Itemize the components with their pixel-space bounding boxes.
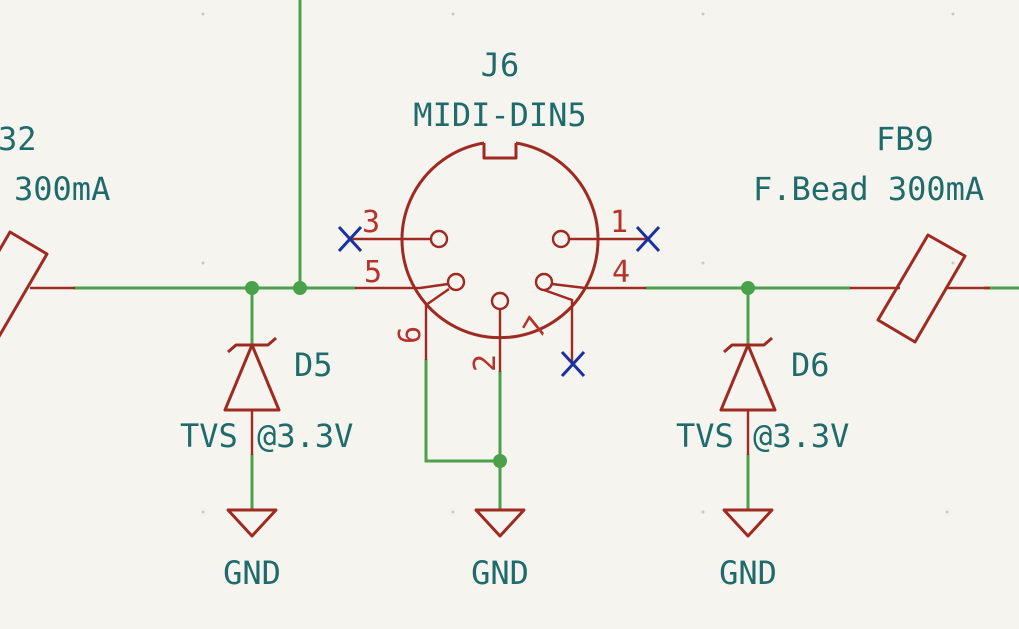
junctions [245, 281, 755, 468]
connector-value: MIDI-DIN5 [413, 96, 586, 134]
junction-dot [293, 281, 307, 295]
tvs-diode-d5[interactable]: D5 TVS @3.3V [180, 336, 353, 455]
no-connect-pin7[interactable] [560, 350, 586, 378]
pin-number-2: 2 [468, 354, 503, 372]
gnd-symbol-left[interactable]: GND [223, 508, 281, 592]
pin-socket [551, 229, 571, 249]
diode-triangle [719, 343, 777, 412]
bead-body-left [0, 230, 49, 338]
wires [73, 0, 1019, 512]
connector-ref: J6 [481, 46, 520, 84]
diode-d6-value: TVS @3.3V [676, 417, 849, 455]
grid-dots [201, 12, 955, 514]
diode-d5-value: TVS @3.3V [180, 417, 353, 455]
ground-icon [474, 508, 526, 538]
diode-d6-ref: D6 [791, 346, 830, 384]
bead-body-right [876, 233, 967, 344]
no-connect-pin3[interactable] [337, 225, 363, 253]
gnd-label: GND [223, 554, 281, 592]
gnd-symbol-center[interactable]: GND [471, 508, 529, 592]
ferrite-bead-right[interactable]: FB9 F.Bead 300mA [753, 120, 990, 344]
bead-left-ref: 32 [0, 120, 37, 158]
pin-socket [490, 291, 510, 311]
pin-socket [534, 272, 554, 292]
pin-number-3: 3 [362, 205, 380, 240]
ground-icon [226, 508, 278, 538]
gnd-symbol-right[interactable]: GND [719, 508, 777, 592]
diode-d5-ref: D5 [294, 346, 333, 384]
bead-right-value: F.Bead 300mA [753, 170, 984, 208]
pin-number-4: 4 [612, 255, 630, 290]
ferrite-bead-left[interactable]: 32 300mA [0, 120, 110, 352]
pin-number-5: 5 [364, 255, 382, 290]
pin-socket [429, 229, 449, 249]
junction-dot [245, 281, 259, 295]
tvs-diode-d6[interactable]: D6 TVS @3.3V [676, 336, 849, 455]
midi-connector-j6[interactable]: J6 MIDI-DIN5 3 1 5 4 6 2 7 [350, 46, 648, 372]
ground-icon [722, 508, 774, 538]
pin-number-7: 7 [517, 311, 556, 344]
wire-pin6-loop[interactable] [424, 358, 502, 463]
bead-right-ref: FB9 [876, 120, 934, 158]
pin-number-6: 6 [393, 326, 428, 344]
diode-triangle [223, 343, 281, 412]
junction-dot [741, 281, 755, 295]
gnd-label: GND [471, 554, 529, 592]
gnd-label: GND [719, 554, 777, 592]
no-connect-pin1[interactable] [635, 225, 661, 253]
junction-dot [493, 454, 507, 468]
pin-number-1: 1 [610, 205, 628, 240]
connector-key [482, 143, 518, 160]
pin-socket [446, 272, 466, 292]
bead-left-value: 300mA [14, 170, 110, 208]
